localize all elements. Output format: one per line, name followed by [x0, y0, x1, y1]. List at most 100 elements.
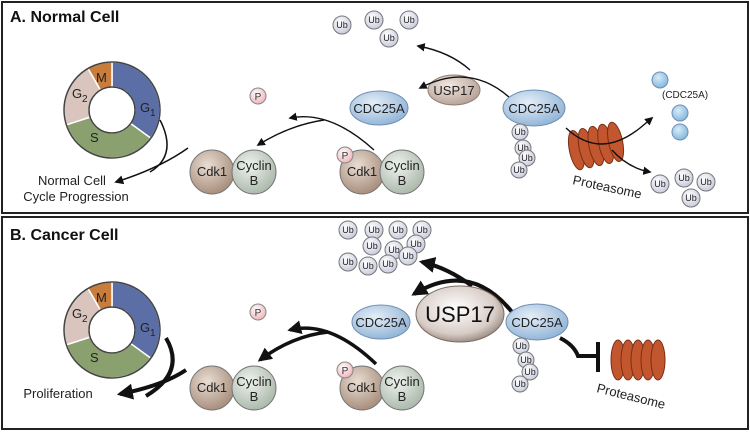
ub-chain-b: Ub Ub Ub Ub — [511, 337, 539, 393]
usp17-label-a: USP17 — [433, 83, 474, 98]
svg-text:Ub: Ub — [403, 15, 415, 25]
cdk1-label: Cdk1 — [197, 164, 227, 179]
phase-g1-label-b: G — [140, 320, 150, 335]
cyclin-b-label: B — [250, 173, 259, 188]
phase-m-label-b: M — [96, 290, 107, 305]
svg-text:Cyclin: Cyclin — [384, 158, 419, 173]
released-phospho-label-a: P — [255, 92, 262, 103]
svg-text:Ub: Ub — [514, 379, 526, 389]
cdc25a-active-b — [351, 304, 411, 340]
svg-text:Ub: Ub — [517, 143, 529, 153]
cyclin-label: Cyclin — [236, 158, 271, 173]
cdc25a-active-label-b: CDC25A — [355, 315, 407, 330]
phase-s-label-b: S — [90, 350, 99, 365]
cdc25a-ubiquitinated-label-a: CDC25A — [508, 101, 560, 116]
phase-g2-label: G — [72, 86, 82, 101]
phospho-icon — [336, 361, 354, 379]
proteasome-b — [610, 339, 666, 381]
released-ub-cluster-b: Ub Ub Ub Ub Ub Ub Ub Ub Ub Ub Ub — [338, 220, 432, 276]
usp17-a — [427, 74, 481, 106]
activation-arrow-b — [257, 330, 329, 362]
outcome-line1-a: Normal Cell — [38, 173, 106, 188]
dephospho-arrow-b — [287, 320, 378, 366]
ub-recycle-arrow-a — [611, 149, 652, 175]
cdc25a-fragments-a — [651, 71, 689, 141]
svg-text:Ub: Ub — [383, 33, 395, 43]
svg-text:Ub: Ub — [520, 355, 532, 365]
outcome-line2-a: Cycle Progression — [23, 189, 129, 204]
ub-release-arrow-a — [416, 43, 471, 71]
proliferation-arrow-b — [116, 368, 188, 400]
phase-g2-subscript: 2 — [82, 94, 88, 105]
svg-text:Cyclin: Cyclin — [236, 374, 271, 389]
degradation-arrow-a — [565, 116, 654, 145]
cell-cycle-ring-b — [63, 281, 161, 379]
released-phospho-label-b: P — [255, 308, 262, 319]
svg-text:Ub: Ub — [515, 341, 527, 351]
svg-text:Ub: Ub — [336, 20, 348, 30]
released-ub-cluster-a: Ub Ub Ub Ub — [332, 10, 419, 48]
free-ub-cluster-a: Ub Ub Ub Ub — [650, 168, 716, 208]
phase-m-label: M — [96, 70, 107, 85]
svg-text:Ub: Ub — [524, 367, 536, 377]
svg-text:Ub: Ub — [514, 127, 526, 137]
svg-text:P: P — [342, 366, 349, 377]
cdk1-cyclinb-phospho-b: P Cdk1 Cyclin B — [336, 361, 425, 411]
released-phospho-icon-a — [249, 87, 267, 105]
activation-arrow-a — [256, 119, 325, 146]
svg-text:Cyclin: Cyclin — [384, 374, 419, 389]
cdc25a-active-a — [349, 90, 409, 126]
cdc25a-ubiquitinated-b — [505, 303, 569, 341]
svg-text:Ub: Ub — [342, 225, 354, 235]
panel-a-title: A. Normal Cell — [10, 9, 119, 26]
svg-text:Cdk1: Cdk1 — [197, 380, 227, 395]
svg-text:Ub: Ub — [368, 225, 380, 235]
ub-chain-a: Ub Ub Ub Ub — [510, 123, 536, 179]
dephospho-arrow-a — [288, 112, 375, 151]
progression-arrow-a — [114, 147, 189, 185]
svg-text:Ub: Ub — [392, 225, 404, 235]
svg-text:B: B — [398, 389, 407, 404]
phospho-icon — [336, 146, 354, 164]
cycle-bar-a — [149, 119, 168, 173]
svg-text:Ub: Ub — [654, 179, 666, 189]
svg-text:Ub: Ub — [342, 257, 354, 267]
panel-b-title: B. Cancer Cell — [10, 227, 118, 244]
phase-s-label: S — [90, 130, 99, 145]
usp17-b — [415, 285, 505, 343]
phase-g2-subscript-b: 2 — [82, 314, 88, 325]
svg-text:Ub: Ub — [513, 165, 525, 175]
phase-g1-subscript: 1 — [150, 108, 156, 119]
ub-release-arrow-b — [418, 257, 474, 288]
cdc25a-active-label-a: CDC25A — [353, 101, 405, 116]
svg-text:Cdk1: Cdk1 — [347, 380, 377, 395]
svg-text:Cdk1: Cdk1 — [347, 164, 377, 179]
svg-text:B: B — [250, 389, 259, 404]
released-phospho-icon-b — [249, 303, 267, 321]
svg-text:Ub: Ub — [416, 225, 428, 235]
svg-text:P: P — [342, 151, 349, 162]
svg-text:Ub: Ub — [521, 153, 533, 163]
svg-text:Ub: Ub — [678, 173, 690, 183]
cdc25a-ubiquitinated-label-b: CDC25A — [511, 315, 563, 330]
cdc25a-ubiquitinated-a — [502, 89, 566, 127]
phase-g2-label-b: G — [72, 306, 82, 321]
cycle-bar-b — [144, 336, 175, 398]
svg-text:Ub: Ub — [362, 261, 374, 271]
cdc25a-fragments-label-a: (CDC25A) — [662, 90, 708, 101]
deubiquitination-arrow-a — [418, 76, 511, 99]
cell-cycle-ring-a — [63, 61, 161, 159]
svg-text:Ub: Ub — [402, 251, 414, 261]
phase-g1-subscript-b: 1 — [150, 328, 156, 339]
inhibition-line-b — [559, 336, 596, 358]
svg-text:Ub: Ub — [368, 15, 380, 25]
svg-text:Ub: Ub — [685, 193, 697, 203]
outcome-b: Proliferation — [23, 386, 92, 401]
svg-text:Ub: Ub — [382, 259, 394, 269]
cdk1-cyclinb-active-b: Cdk1 Cyclin B — [189, 365, 277, 411]
cdk1-cyclinb-active-a: Cdk1 Cyclin B — [189, 149, 277, 195]
usp17-label-b: USP17 — [425, 302, 495, 327]
svg-text:B: B — [398, 173, 407, 188]
